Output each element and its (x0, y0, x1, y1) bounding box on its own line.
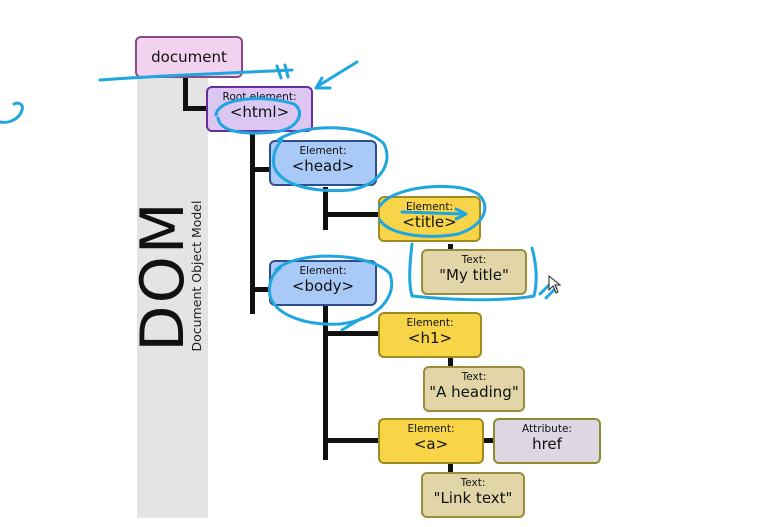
node-html-tag: <html> (229, 103, 290, 121)
ink-arrow-body-mark (340, 316, 364, 332)
node-head: Element: <head> (269, 140, 377, 186)
connector-html-body (250, 287, 271, 292)
node-h1-label: Element: (406, 317, 454, 329)
node-html: Root element: <html> (206, 86, 313, 132)
node-a-label: Element: (407, 423, 455, 435)
node-h1-text-value: "A heading" (429, 383, 519, 401)
ink-circle-title (378, 184, 487, 238)
connector-body-a (323, 438, 380, 443)
ink-underline-document (98, 68, 294, 82)
node-head-label: Element: (299, 145, 347, 157)
node-a-text-value: "Link text" (433, 489, 513, 507)
node-a-attribute-value: href (532, 435, 562, 453)
connector-a-attribute (482, 438, 495, 443)
node-title-tag: <title> (402, 213, 457, 231)
node-document-tag: document (151, 48, 227, 66)
node-a-attribute: Attribute: href (493, 418, 601, 464)
ink-left-edge-mark (0, 101, 24, 124)
connector-body-h1 (323, 331, 380, 336)
ink-bracket-title-text (408, 242, 538, 302)
node-body: Element: <body> (269, 260, 377, 306)
node-h1-text: Text: "A heading" (423, 366, 525, 412)
node-body-label: Element: (299, 265, 347, 277)
cursor-icon (548, 274, 562, 294)
node-head-tag: <head> (291, 157, 355, 175)
node-title-label: Element: (405, 201, 453, 213)
node-a-attribute-label: Attribute: (522, 423, 572, 435)
node-title-text: Text: "My title" (421, 249, 527, 295)
connector-h1-text-vertical (448, 356, 453, 370)
node-h1: Element: <h1> (378, 312, 482, 358)
ink-arrow-to-html-shaft (316, 60, 359, 88)
node-document: document (135, 36, 243, 78)
node-title-text-value: "My title" (439, 266, 509, 284)
connector-a-text-vertical (448, 463, 453, 477)
dom-side-band (137, 72, 208, 518)
ink-circle-head (272, 126, 389, 193)
connector-head-title (323, 212, 380, 217)
node-a: Element: <a> (378, 418, 484, 464)
connector-html-children-vertical (250, 132, 255, 314)
node-a-text: Text: "Link text" (421, 472, 525, 518)
node-a-tag: <a> (413, 435, 449, 453)
ink-double-tick-1 (538, 282, 552, 296)
connector-document-html-horizontal (183, 106, 208, 111)
ink-arrow-title-head (454, 207, 468, 221)
ink-circle-body (268, 254, 394, 326)
ink-tick-1 (275, 64, 283, 80)
node-title-text-label: Text: (461, 254, 487, 266)
ink-arrow-to-html-head (314, 76, 332, 90)
node-h1-text-label: Text: (461, 371, 487, 383)
connector-document-html-vertical (183, 78, 188, 110)
connector-html-head (250, 167, 271, 172)
connector-head-children-vertical (323, 187, 328, 230)
ink-underline-title (400, 210, 466, 216)
ink-tick-2 (283, 63, 290, 79)
node-a-text-label: Text: (460, 477, 486, 489)
node-h1-tag: <h1> (407, 329, 453, 347)
ink-circle-html (214, 97, 301, 135)
connector-body-children-vertical (323, 306, 328, 460)
node-body-tag: <body> (291, 277, 355, 295)
